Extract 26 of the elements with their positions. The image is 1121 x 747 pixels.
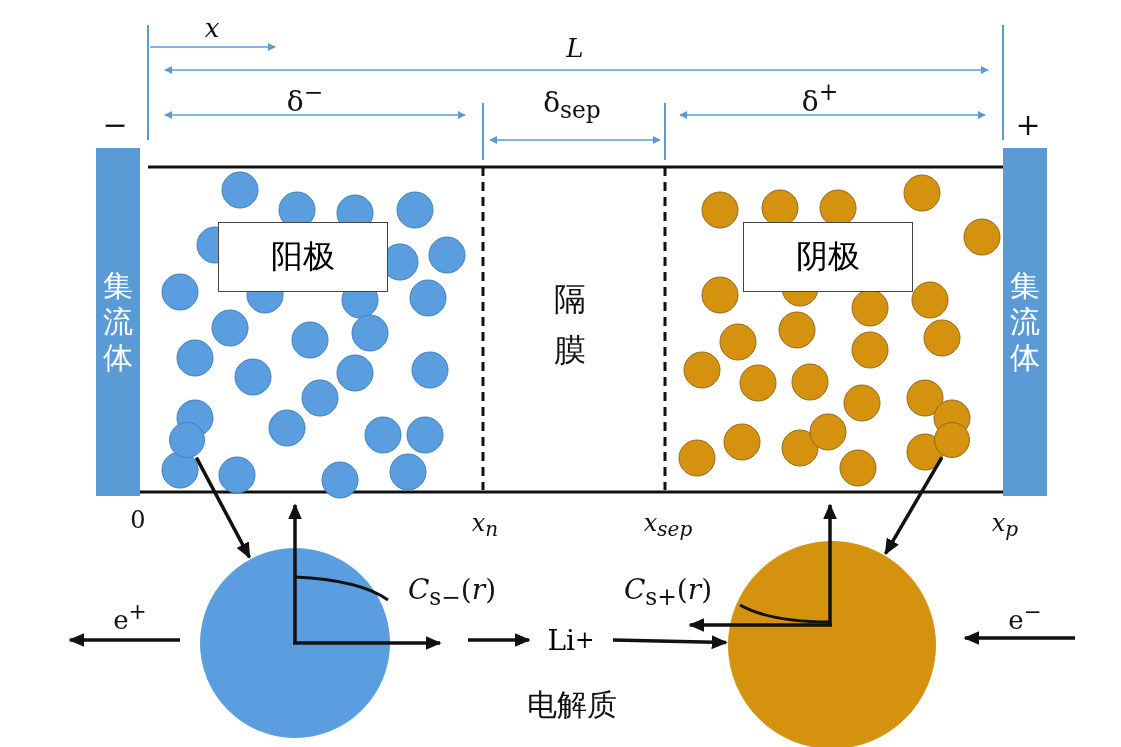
dimension-label: δ$^{−}$ bbox=[286, 78, 324, 118]
concentration-label: C$_{s+}$(r) bbox=[623, 572, 713, 612]
electrode-box: 阳极 bbox=[218, 222, 388, 292]
position-label: x$_{sep}$ bbox=[643, 508, 693, 542]
position-label: x$_{n}$ bbox=[471, 508, 499, 542]
arrow bbox=[194, 456, 251, 559]
current-collector-bar: 集流体 bbox=[96, 148, 140, 496]
position-label: 0 bbox=[130, 506, 146, 534]
charge-label: e$^{+}$ bbox=[113, 599, 147, 635]
dimension-label: δ$_{sep}$ bbox=[543, 85, 601, 125]
electrode-box: 阴极 bbox=[743, 222, 913, 292]
electrolyte-label: 电解质 bbox=[527, 686, 617, 723]
position-label: x$_{p}$ bbox=[991, 508, 1019, 542]
polarity-sign: − bbox=[102, 106, 128, 142]
arrow bbox=[468, 633, 531, 647]
arrow bbox=[884, 456, 944, 555]
dimension-label: δ$^{+}$ bbox=[801, 78, 839, 118]
charge-label: e$^{−}$ bbox=[1008, 599, 1042, 635]
particle bbox=[169, 422, 205, 458]
current-collector-bar: 集流体 bbox=[1003, 148, 1047, 496]
polarity-sign: + bbox=[1015, 106, 1041, 142]
region-label: 隔膜 bbox=[554, 279, 588, 370]
dimension-label: L bbox=[566, 33, 584, 63]
dimension-label: x bbox=[204, 13, 220, 43]
concentration-label: C$_{s−}$(r) bbox=[407, 572, 497, 612]
arrow bbox=[612, 635, 728, 650]
